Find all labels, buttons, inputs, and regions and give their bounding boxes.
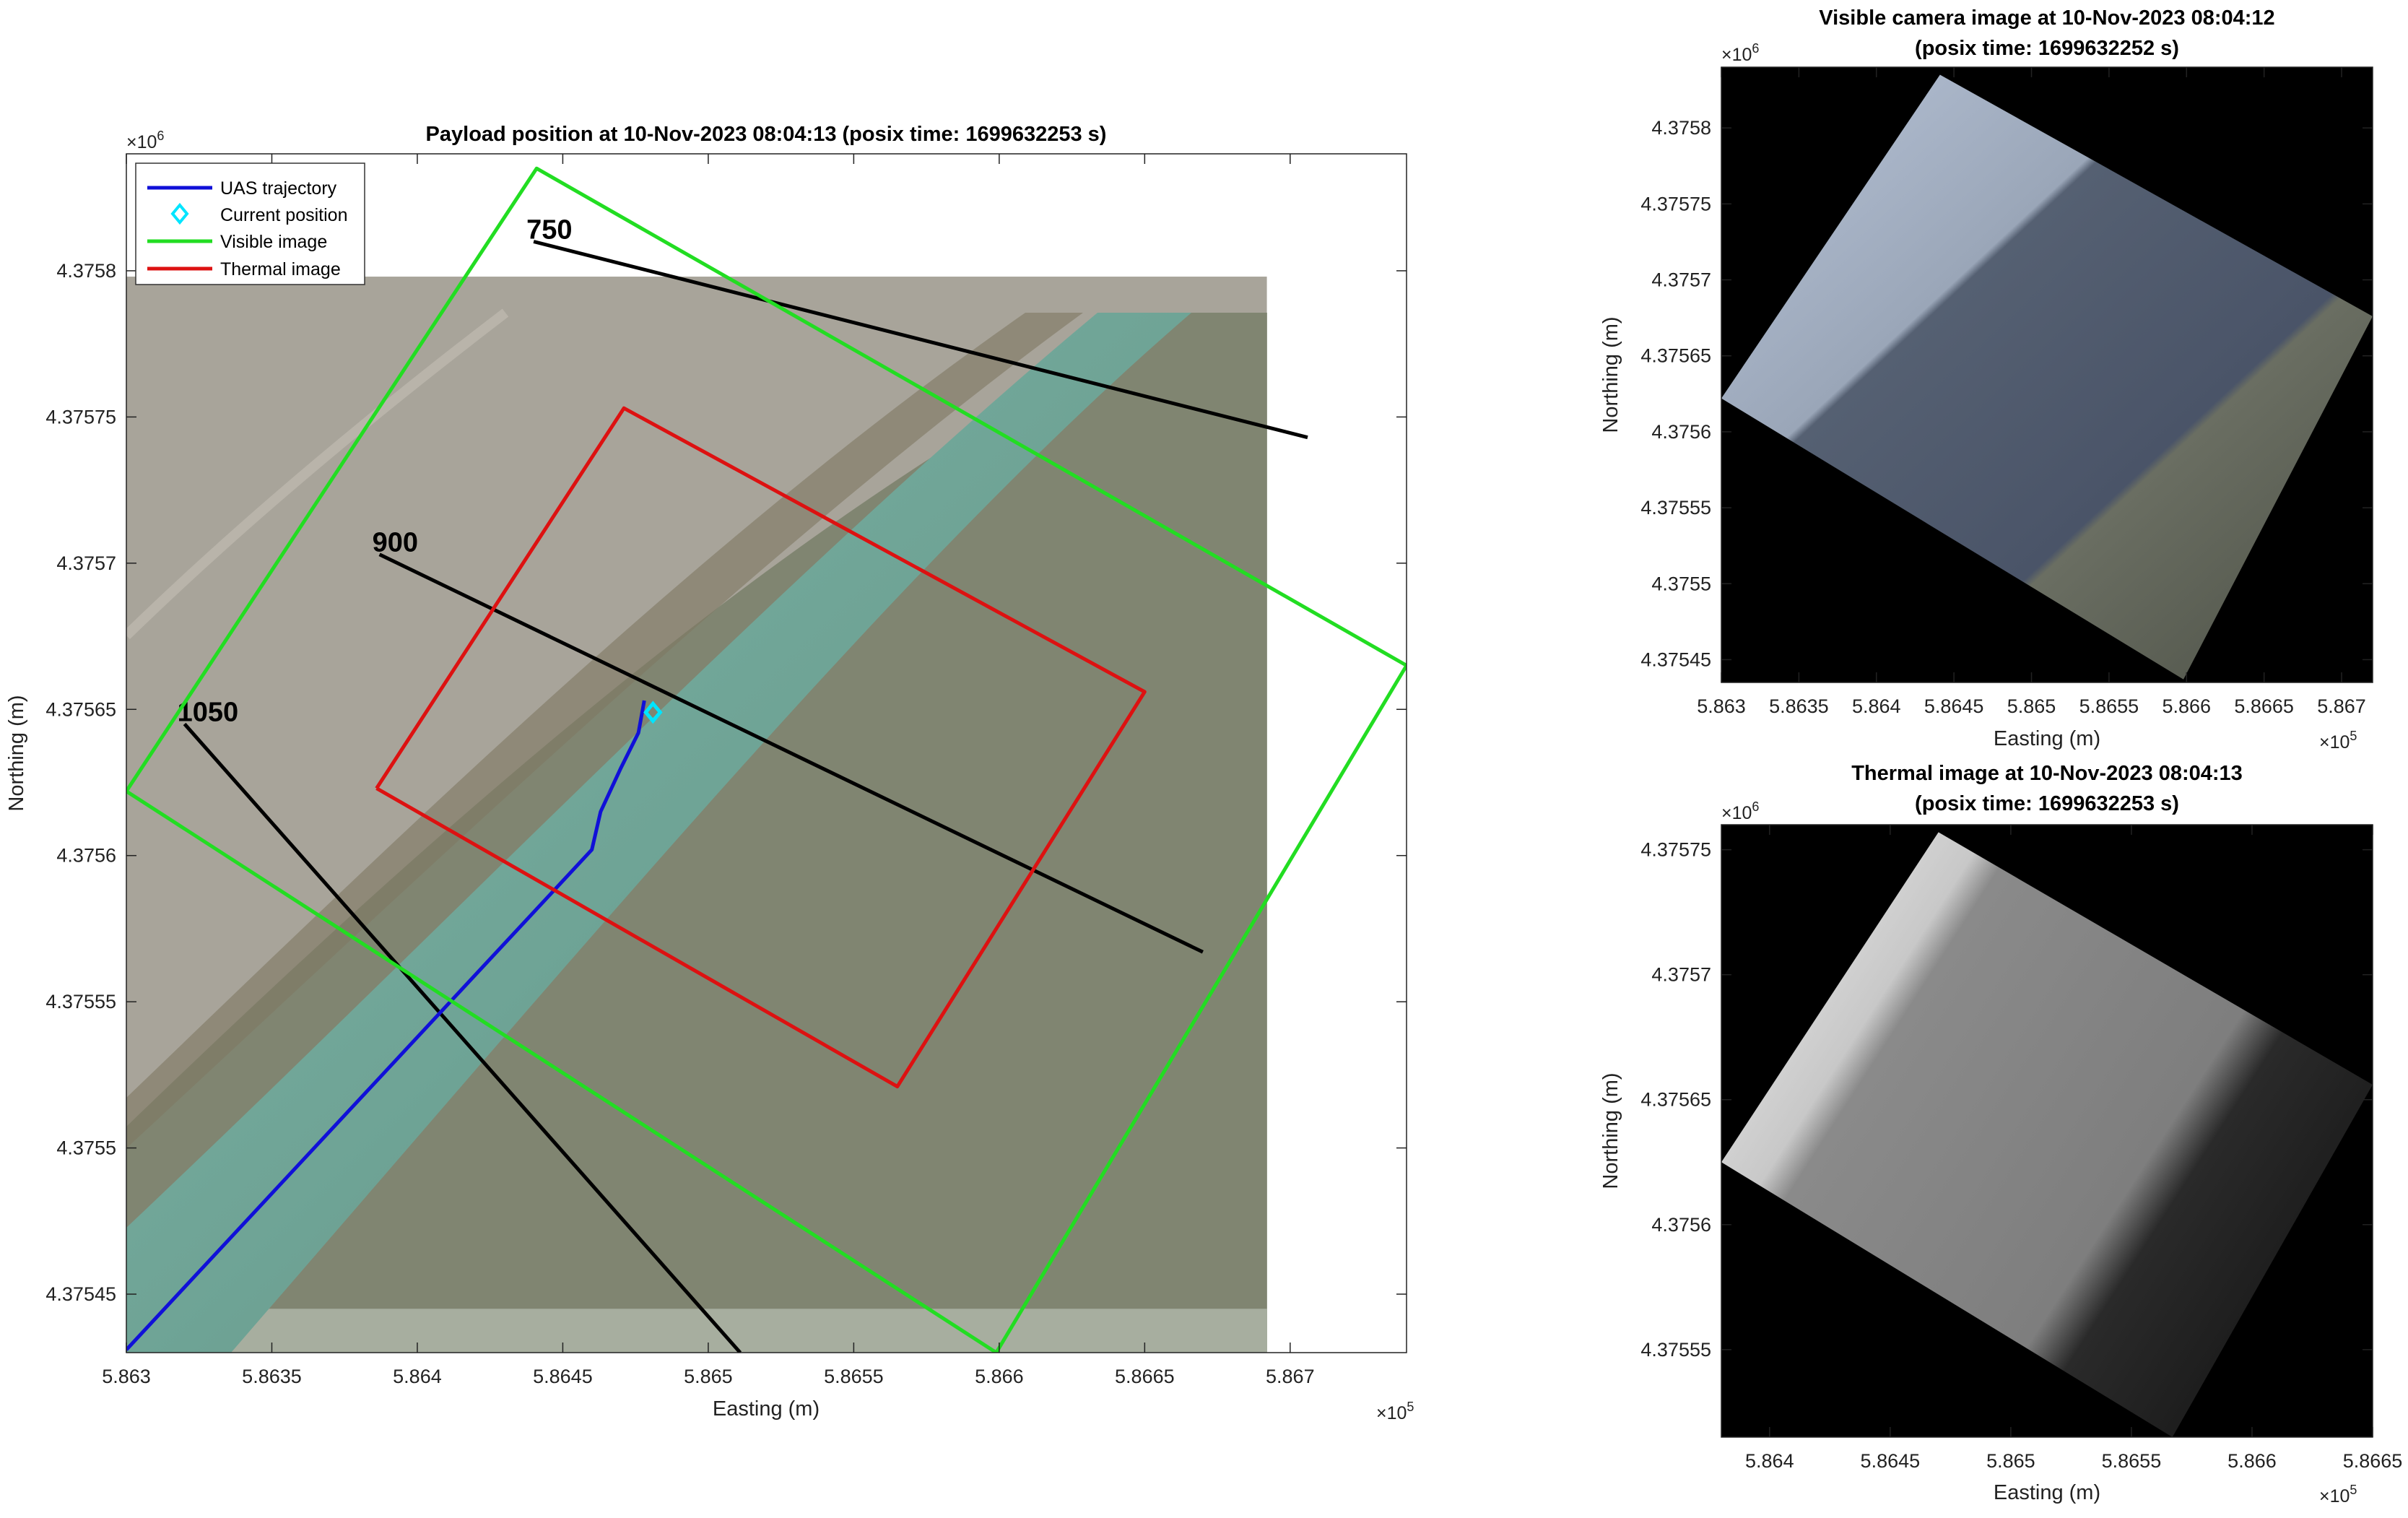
thermal-image-panel: Thermal image at 10-Nov-2023 08:04:13 (p… (1599, 762, 2402, 1506)
x-tick-label: 5.867 (1266, 1366, 1315, 1387)
y-tick-label: 4.37565 (1640, 345, 1711, 367)
x-tick-label: 5.8655 (824, 1366, 884, 1387)
contour-line-750 (533, 240, 1308, 440)
legend-label-trajectory: UAS trajectory (220, 178, 337, 199)
x-tick-label: 5.864 (393, 1366, 442, 1387)
visible-subtitle: (posix time: 1699632252 s) (1915, 37, 2179, 60)
x-tick-label: 5.865 (684, 1366, 733, 1387)
main-axes-ticks: 5.863 5.8635 5.864 5.8645 5.865 5.8655 5.866 5.… (45, 154, 1407, 1387)
thermal-subtitle: (posix time: 1699632253 s) (1915, 792, 2179, 815)
thermal-axes-ticks: 5.864 5.8645 5.865 5.8655 5.866 5.8665 4.37555… (1640, 825, 2402, 1472)
y-tick-label: 4.37575 (1640, 839, 1711, 861)
main-legend: UAS trajectory Current position Visible … (135, 162, 365, 285)
x-tick-label: 5.8665 (2343, 1450, 2403, 1472)
x-tick-label: 5.866 (2227, 1450, 2277, 1472)
map-overlays: 750 900 1050 (126, 166, 1407, 1353)
thermal-camera-image (1721, 832, 2373, 1437)
thermal-title: Thermal image at 10-Nov-2023 08:04:13 (1851, 762, 2243, 785)
y-tick-label: 4.3756 (1651, 421, 1711, 443)
visible-axes-ticks: 5.863 5.8635 5.864 5.8645 5.865 5.8655 5.866 5.… (1640, 67, 2373, 717)
y-tick-label: 4.3757 (1651, 269, 1711, 291)
thermal-axes-box (1721, 824, 2373, 1438)
thermal-image-footprint (1721, 832, 2373, 1437)
visible-image-footprint (1721, 74, 2373, 680)
visible-title: Visible camera image at 10-Nov-2023 08:0… (1819, 6, 2274, 30)
x-tick-label: 5.8655 (2079, 695, 2139, 717)
legend-label-position: Current position (220, 205, 347, 225)
main-x-label: Easting (m) (713, 1397, 820, 1421)
x-tick-label: 5.8635 (242, 1366, 302, 1387)
visible-y-exponent: ×106 (1721, 41, 1759, 65)
x-tick-label: 5.8665 (2234, 695, 2294, 717)
x-tick-label: 5.866 (2162, 695, 2211, 717)
y-tick-label: 4.3757 (1651, 964, 1711, 986)
x-tick-label: 5.865 (2007, 695, 2056, 717)
x-tick-label: 5.863 (102, 1366, 151, 1387)
main-y-exponent: ×106 (126, 129, 164, 152)
x-tick-label: 5.8665 (1115, 1366, 1175, 1387)
y-tick-label: 4.37575 (45, 406, 116, 428)
thermal-x-exponent: ×105 (2319, 1483, 2357, 1506)
thermal-y-label: Northing (m) (1599, 1072, 1622, 1189)
contour-line-900 (378, 552, 1204, 954)
visible-axes-box (1721, 66, 2373, 683)
main-title: Payload position at 10-Nov-2023 08:04:13… (426, 123, 1107, 146)
uas-trajectory-line (126, 700, 646, 1351)
x-tick-label: 5.8645 (533, 1366, 593, 1387)
contour-label-1050: 1050 (178, 698, 239, 728)
visible-footprint-outline (126, 166, 1407, 1353)
main-y-label: Northing (m) (5, 695, 28, 811)
visible-y-label: Northing (m) (1599, 316, 1622, 433)
visible-x-exponent: ×105 (2319, 729, 2357, 753)
legend-label-thermal: Thermal image (220, 259, 341, 279)
y-tick-label: 4.37545 (45, 1283, 116, 1305)
y-tick-label: 4.3757 (56, 552, 116, 574)
diamond-marker-icon (170, 202, 189, 225)
y-tick-label: 4.37555 (1640, 497, 1711, 519)
main-map-panel: Payload position at 10-Nov-2023 08:04:13… (5, 123, 1414, 1423)
y-tick-label: 4.37555 (1640, 1339, 1711, 1361)
x-tick-label: 5.8655 (2102, 1450, 2162, 1472)
main-axes-box (126, 153, 1407, 1353)
y-tick-label: 4.3755 (56, 1137, 116, 1159)
current-position-marker (643, 701, 663, 724)
x-tick-label: 5.864 (1852, 695, 1901, 717)
y-tick-label: 4.3758 (56, 260, 116, 282)
visible-x-label: Easting (m) (1994, 727, 2100, 750)
y-tick-label: 4.37565 (45, 698, 116, 720)
thermal-y-exponent: ×106 (1721, 799, 1759, 823)
contour-line-1050 (183, 722, 742, 1353)
x-tick-label: 5.866 (975, 1366, 1024, 1387)
x-tick-label: 5.8645 (1861, 1450, 1921, 1472)
orthomosaic-image (126, 277, 1267, 1353)
y-tick-label: 4.37545 (1640, 649, 1711, 670)
visible-image-panel: Visible camera image at 10-Nov-2023 08:0… (1599, 6, 2373, 753)
x-tick-label: 5.8635 (1769, 695, 1829, 717)
y-tick-label: 4.3755 (1651, 573, 1711, 594)
x-tick-label: 5.867 (2317, 695, 2366, 717)
x-tick-label: 5.864 (1745, 1450, 1794, 1472)
x-tick-label: 5.8645 (1924, 695, 1984, 717)
y-tick-label: 4.3756 (1651, 1214, 1711, 1236)
visible-camera-image (1721, 74, 2373, 680)
y-tick-label: 4.3756 (56, 845, 116, 867)
y-tick-label: 4.37575 (1640, 193, 1711, 214)
y-tick-label: 4.37555 (45, 991, 116, 1012)
thermal-x-label: Easting (m) (1994, 1481, 2100, 1504)
y-tick-label: 4.3758 (1651, 117, 1711, 139)
y-tick-label: 4.37565 (1640, 1089, 1711, 1111)
contour-label-750: 750 (526, 214, 572, 245)
legend-label-visible: Visible image (220, 232, 327, 252)
thermal-footprint-outline (375, 406, 1147, 1089)
x-tick-label: 5.863 (1697, 695, 1746, 717)
main-x-exponent: ×105 (1376, 1400, 1414, 1423)
x-tick-label: 5.865 (1986, 1450, 2035, 1472)
contour-label-900: 900 (373, 528, 418, 558)
